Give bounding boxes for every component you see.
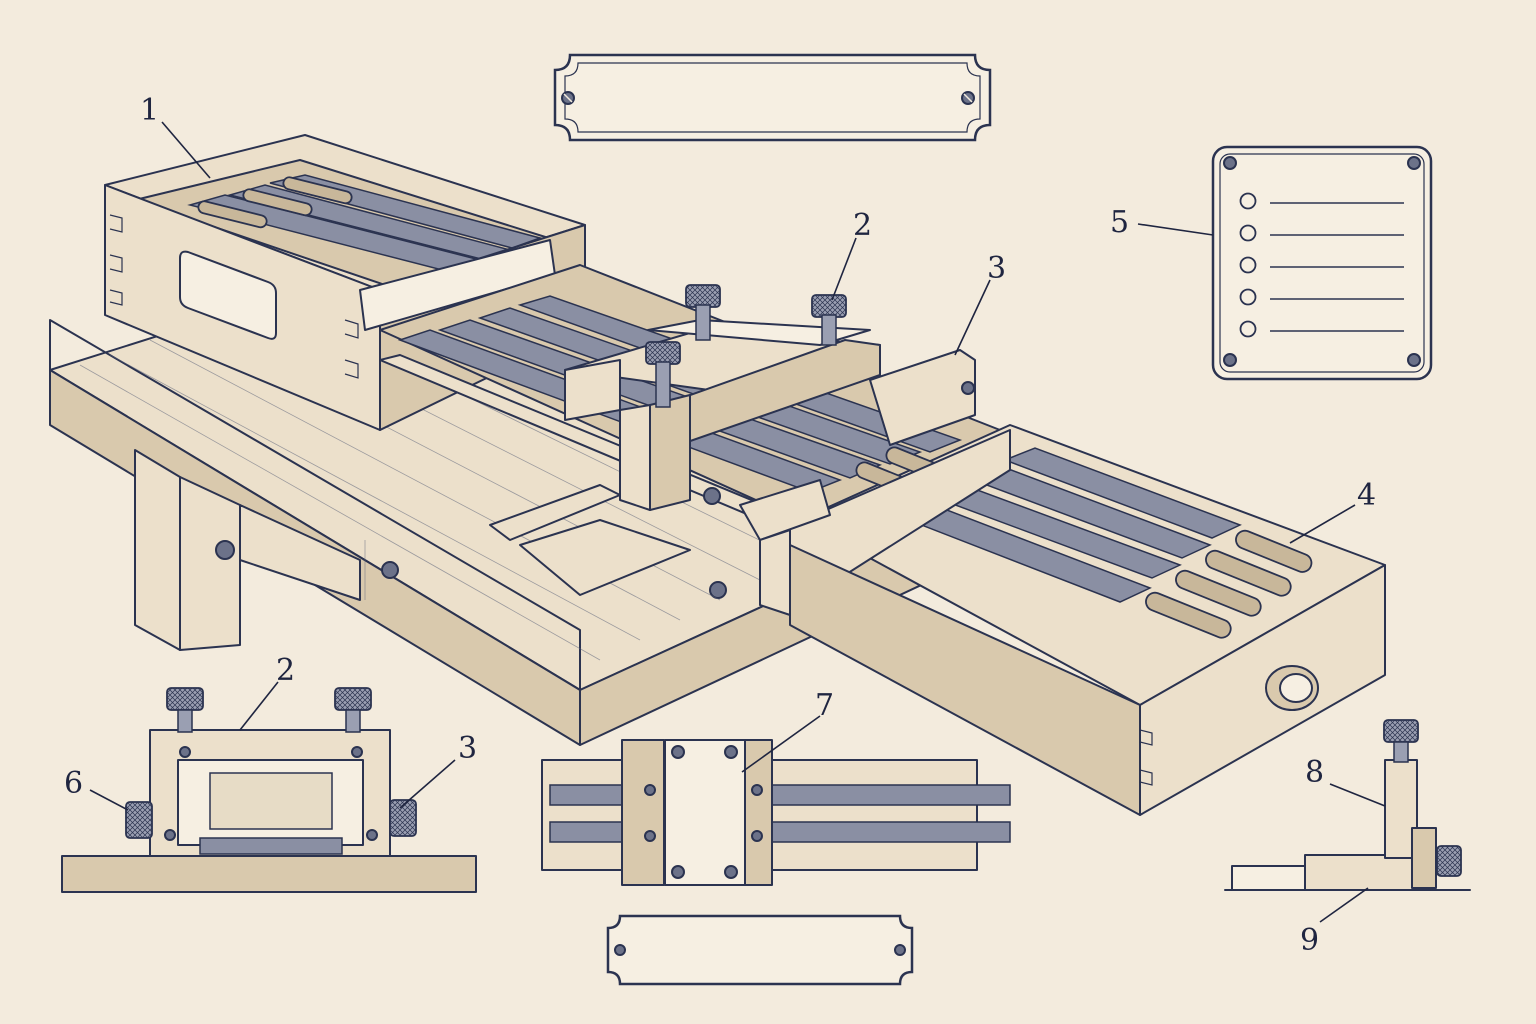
drawer-knob-icon[interactable] <box>1265 665 1319 711</box>
bench-leg-left <box>134 449 181 651</box>
knurled-knob-icon[interactable] <box>389 799 417 837</box>
legend-card <box>1211 145 1433 381</box>
screw-icon <box>366 829 378 841</box>
knurled-knob-icon[interactable] <box>166 687 204 711</box>
callout-4: 4 <box>1357 478 1376 513</box>
callout-3: 3 <box>987 251 1006 286</box>
knurled-knob-icon[interactable] <box>125 801 153 839</box>
screw-icon <box>751 830 763 842</box>
screw-icon <box>961 91 975 105</box>
knurled-knob-icon[interactable] <box>334 687 372 711</box>
detail-file-blade <box>199 837 343 855</box>
thumb-screw[interactable] <box>685 284 721 341</box>
screw-icon <box>724 865 738 879</box>
screw-icon <box>1407 156 1421 170</box>
bolt-icon <box>703 487 721 505</box>
legend-row <box>1239 224 1404 242</box>
knurled-knob-icon[interactable] <box>645 341 681 365</box>
screw-icon <box>671 865 685 879</box>
screw-icon <box>351 746 363 758</box>
legend-row <box>1239 192 1404 210</box>
file-rail <box>379 264 1001 541</box>
callout-3-detail: 3 <box>458 731 477 766</box>
knurled-knob-icon[interactable] <box>1436 845 1462 877</box>
knurled-knob-icon[interactable] <box>811 294 847 318</box>
legend-row <box>1239 320 1404 338</box>
clamp-bridge <box>564 284 881 511</box>
knurled-knob-icon[interactable] <box>685 284 721 308</box>
knurled-knob-icon[interactable] <box>1383 719 1419 743</box>
legend-checkbox-icon[interactable] <box>1239 192 1257 210</box>
screw-icon <box>644 784 656 796</box>
box-nameplate <box>179 250 277 340</box>
callout-2-detail: 2 <box>276 653 295 688</box>
detail-stop-base <box>1304 854 1431 891</box>
callouts: 1 2 3 4 5 2 3 6 7 8 9 <box>64 93 1386 958</box>
thumb-screw[interactable] <box>166 687 204 733</box>
clamp-post-left <box>619 404 651 511</box>
detail-slide-top-view <box>541 739 1011 886</box>
thumb-screw[interactable] <box>645 341 681 408</box>
screw-icon <box>724 745 738 759</box>
thumb-screw[interactable] <box>811 294 847 346</box>
file-drawer <box>519 424 1386 816</box>
screw-icon <box>894 944 906 956</box>
screw-icon <box>751 784 763 796</box>
screw-icon <box>1223 156 1237 170</box>
callout-7: 7 <box>815 688 834 723</box>
caption-plate <box>606 914 914 986</box>
screw-icon <box>179 746 191 758</box>
callout-8: 8 <box>1305 755 1324 790</box>
callout-5: 5 <box>1110 205 1129 240</box>
screw-icon <box>164 829 176 841</box>
drawer-front <box>1139 564 1386 816</box>
detail-base-board <box>61 855 477 893</box>
bolt-icon <box>381 561 399 579</box>
side-knob[interactable] <box>1436 845 1462 877</box>
thumb-screw[interactable] <box>334 687 372 733</box>
callout-6: 6 <box>64 766 83 801</box>
side-knob[interactable] <box>125 801 153 839</box>
side-knob[interactable] <box>389 799 417 837</box>
detail-slide-plate <box>664 739 746 886</box>
legend-checkbox-icon[interactable] <box>1239 320 1257 338</box>
detail-clamp-end-view <box>61 687 477 893</box>
thumb-screw[interactable] <box>1383 719 1419 763</box>
bolt-icon <box>709 581 727 599</box>
screw-icon <box>1407 353 1421 367</box>
title-plate <box>553 53 992 142</box>
legend-checkbox-icon[interactable] <box>1239 288 1257 306</box>
screw-icon <box>561 91 575 105</box>
callout-9: 9 <box>1300 923 1319 958</box>
bench-apron <box>239 504 361 601</box>
legend-checkbox-icon[interactable] <box>1239 256 1257 274</box>
legend-row <box>1239 256 1404 274</box>
callout-1: 1 <box>140 93 159 128</box>
legend-checkbox-icon[interactable] <box>1239 224 1257 242</box>
bolt-icon <box>215 540 235 560</box>
detail-stop <box>1224 719 1471 891</box>
bolt-icon <box>961 381 975 395</box>
callout-2: 2 <box>853 208 872 243</box>
end-stop <box>869 349 976 446</box>
screw-icon <box>1223 353 1237 367</box>
screw-icon <box>644 830 656 842</box>
screw-icon <box>671 745 685 759</box>
legend-row <box>1239 288 1404 306</box>
screw-icon <box>614 944 626 956</box>
